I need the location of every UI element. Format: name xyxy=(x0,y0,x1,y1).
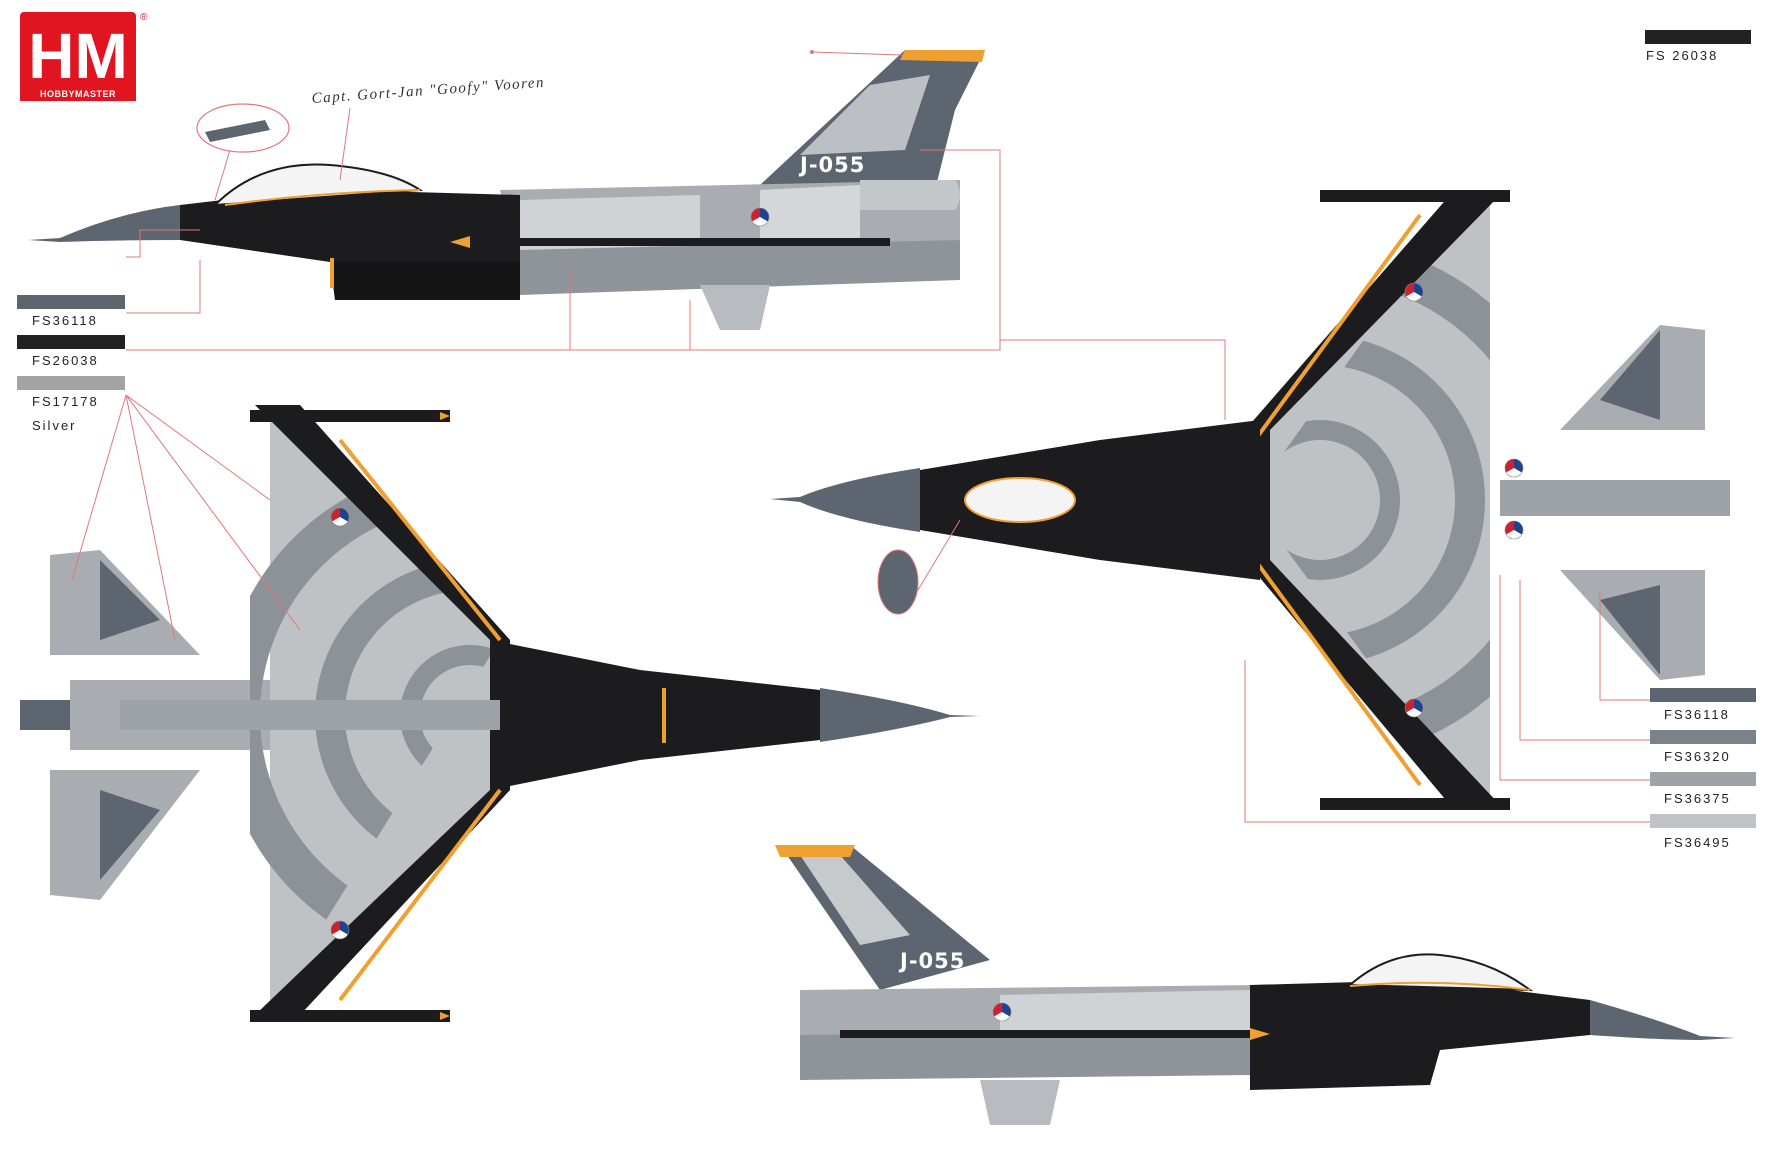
swatch-chip xyxy=(1645,30,1751,44)
swatch-label: FS26038 xyxy=(32,353,99,368)
swatch-label: FS36375 xyxy=(1664,791,1731,806)
hatch-detail-icon xyxy=(877,549,919,615)
serial-upper: J-055 xyxy=(798,153,865,177)
logo-name: HOBBYMASTER xyxy=(40,89,116,99)
roundel-icon xyxy=(750,207,770,227)
roundel-icon xyxy=(330,920,350,940)
roundel-icon xyxy=(992,1002,1012,1022)
swatch-label: FS36118 xyxy=(1664,707,1730,722)
swatch-label: FS36495 xyxy=(1664,835,1731,850)
pilot-name: Capt. Gort-Jan "Goofy" Vooren xyxy=(311,75,545,107)
logo-letters: HM xyxy=(28,20,128,92)
leader-lines xyxy=(71,149,1650,823)
canopy-detail-icon xyxy=(196,103,290,153)
serial-lower: J-055 xyxy=(898,949,965,973)
swatch-label-silver: Silver xyxy=(32,418,77,433)
roundel-icon xyxy=(1404,698,1424,718)
swatch-label: FS36320 xyxy=(1664,749,1731,764)
roundel-icon xyxy=(330,507,350,527)
swatch-label: FS36118 xyxy=(32,313,98,328)
swatch-label: FS17178 xyxy=(32,394,99,409)
roundel-icon xyxy=(1504,520,1524,540)
side-profile-lower: J-055 xyxy=(775,845,1735,1125)
roundel-icon xyxy=(1404,282,1424,302)
side-profile-upper: J-055 Capt. Gort-Jan "Goofy" Vooren xyxy=(28,50,985,330)
swatch-label: FS 26038 xyxy=(1646,48,1718,63)
swatch-key-right: FS36118 FS36320 FS36375 FS36495 xyxy=(1650,688,1756,850)
logo-reg: ® xyxy=(140,12,148,23)
swatch-top-right: FS 26038 xyxy=(1645,30,1751,63)
roundel-icon xyxy=(1504,458,1524,478)
hobbymaster-logo: HM HOBBYMASTER ® xyxy=(20,12,148,101)
swatch-key-left: FS36118 FS26038 FS17178 Silver xyxy=(17,295,125,433)
